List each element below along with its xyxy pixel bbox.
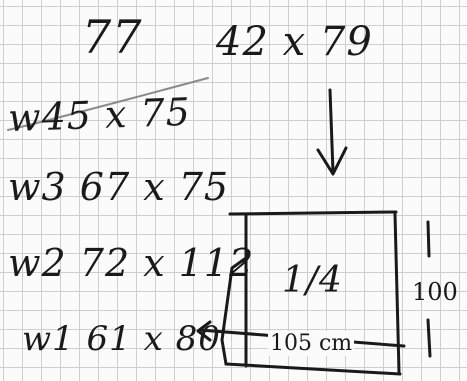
box-right-edge [393,212,401,374]
box-top-edge [228,210,398,216]
arrow-head [316,146,348,176]
side-panel-outline [220,256,248,366]
note-top-number: 77 [82,10,143,64]
note-fraction: 1/4 [282,260,343,301]
note-height-label: 100 [412,278,458,306]
width-label-text: 105 cm [268,331,355,356]
note-w1: w1 61 x 80 [22,319,221,359]
height-tick-top [426,220,431,258]
note-top-dimension: 42 x 79 [216,19,373,65]
width-arrow-left [196,320,212,342]
note-w3: w3 67 x 75 [8,165,230,209]
box-bottom-edge [224,362,402,376]
strike-through-mark [7,77,209,131]
note-width-label: 105 cm [268,331,355,356]
arrow-shaft [328,88,335,174]
note-w4: w45 x 75 [7,89,192,141]
note-w2: w2 72 x 112 [8,241,255,285]
height-tick-bottom [426,318,432,358]
